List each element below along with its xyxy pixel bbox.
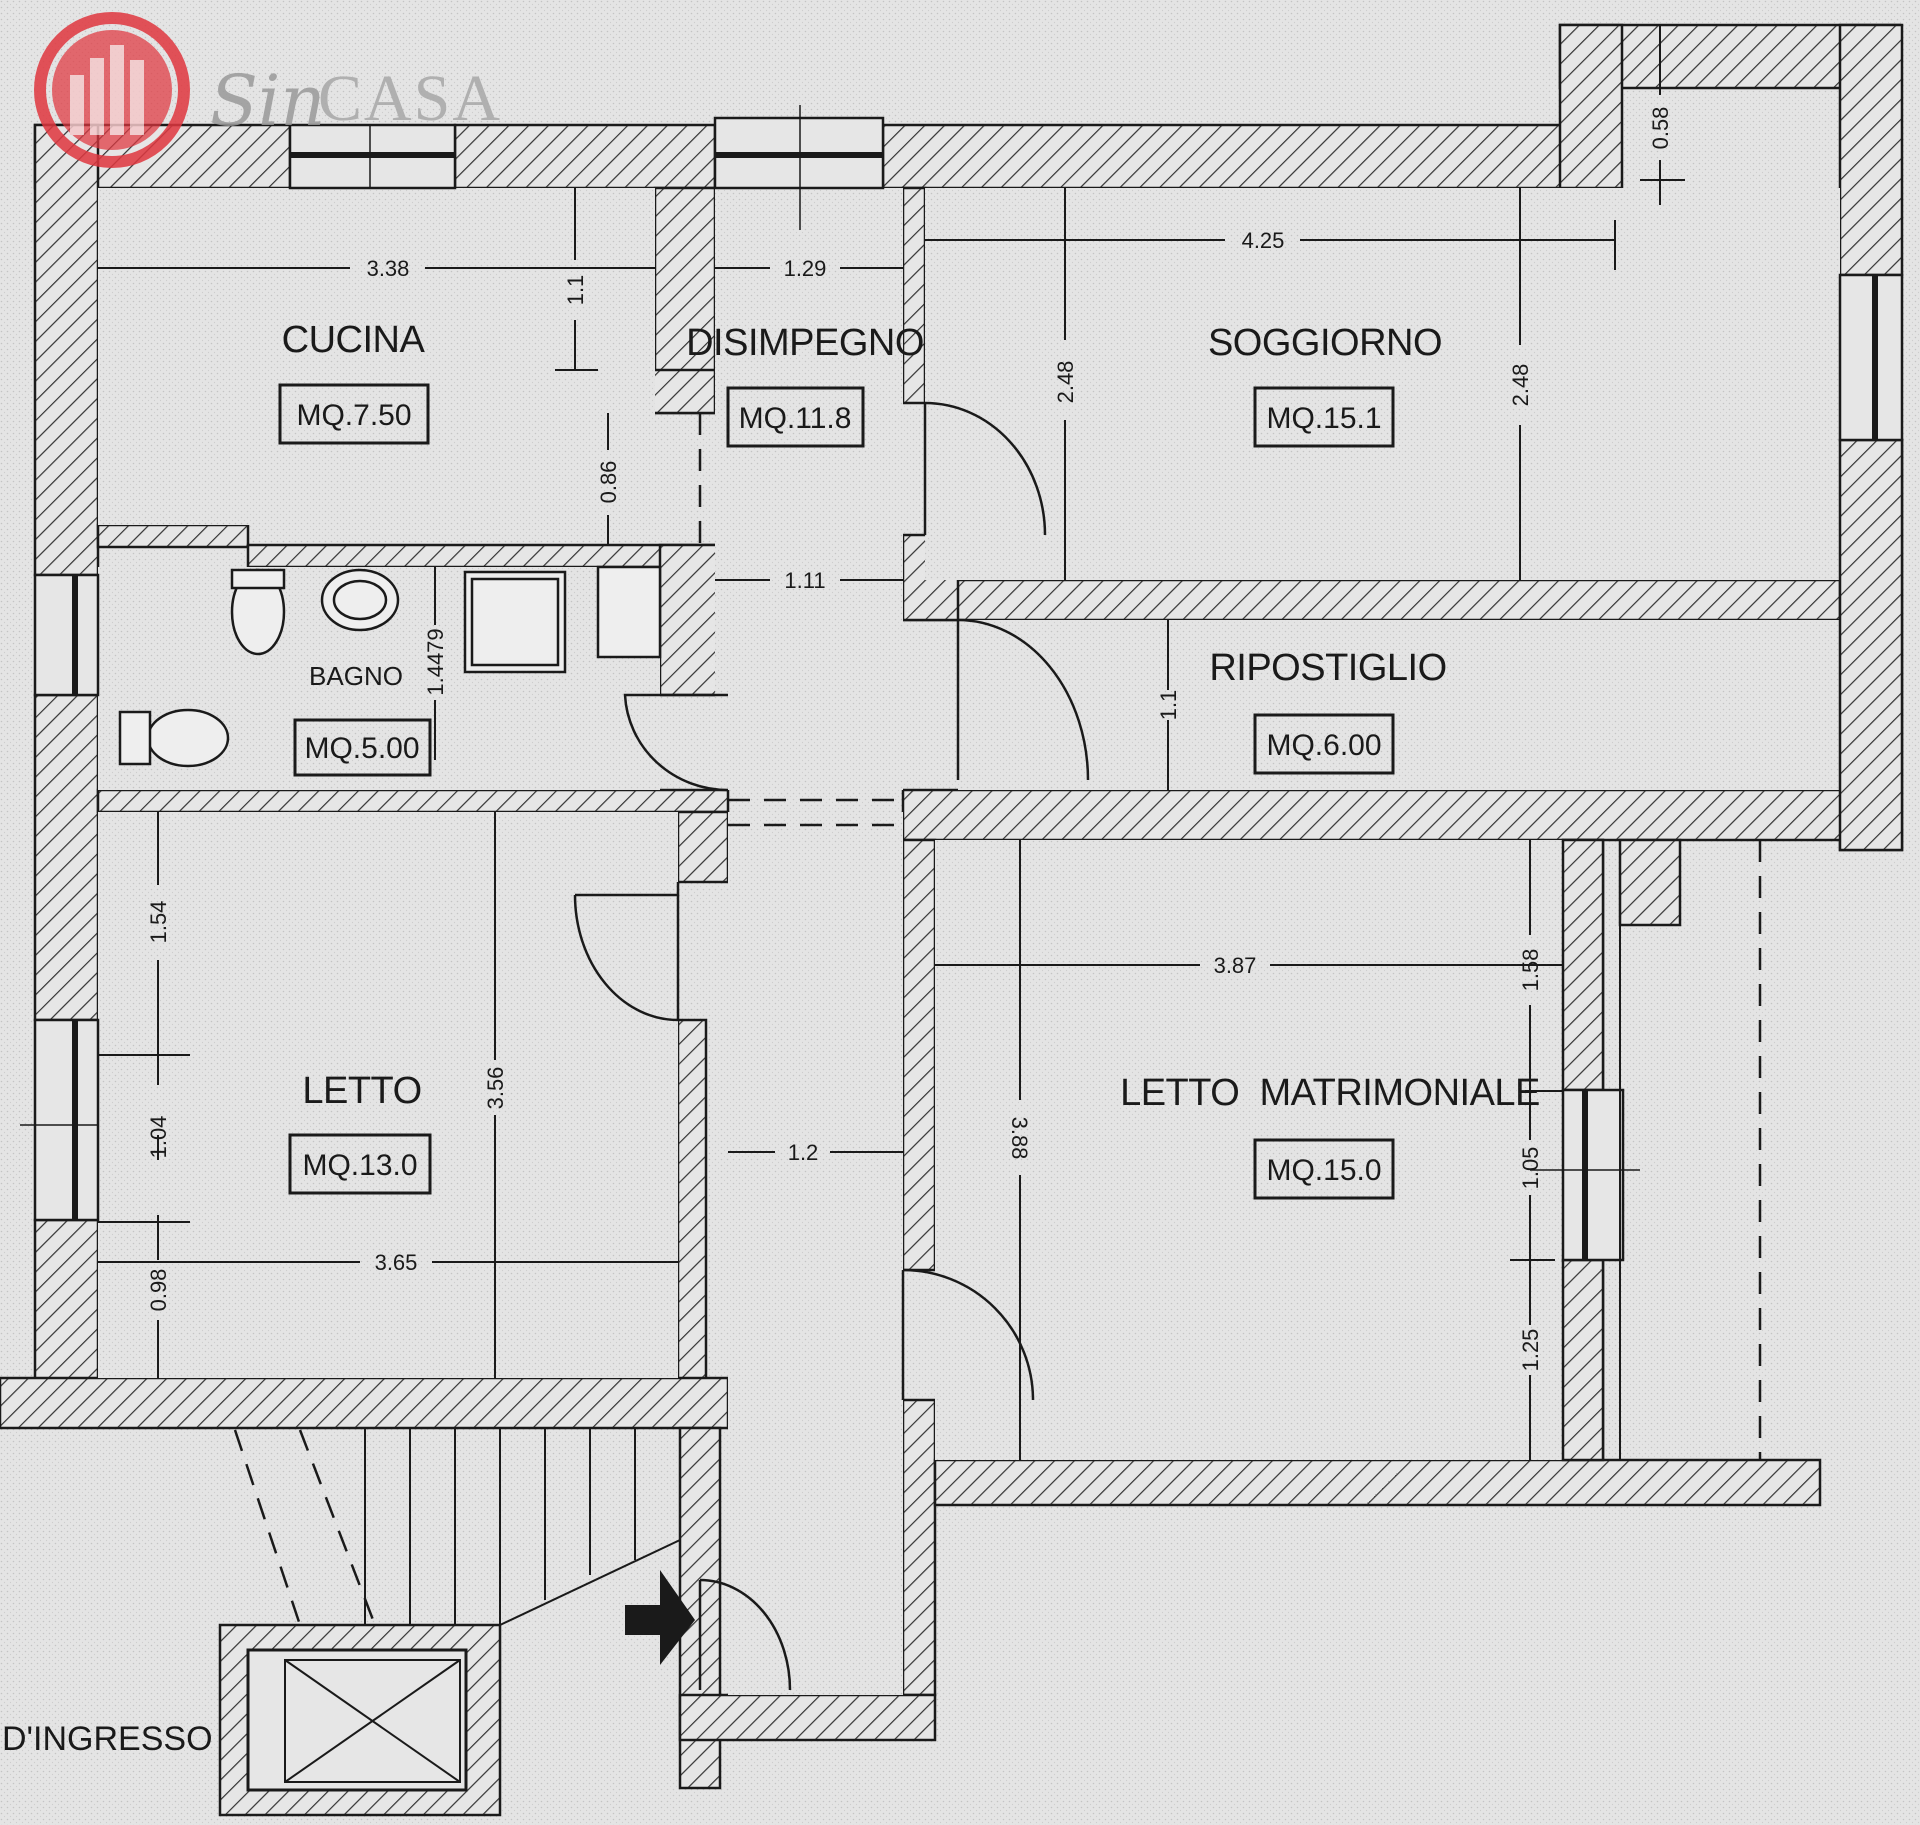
dim-letto-width: 3.65 [375,1250,418,1275]
toilet-icon [146,708,230,768]
area-box-soggiorno [1253,386,1395,448]
dim-matrimoniale-b: 1.05 [1518,1147,1543,1190]
dashed-lines [233,413,1762,1626]
dim-cucina-height-b: 0.86 [596,461,621,504]
room-name-cucina: CUCINA [282,319,426,361]
dim-disimpegno-width: 1.29 [784,256,827,281]
dim-soggiorno-right: 2.48 [1508,364,1533,407]
label-ingresso: D'INGRESSO [2,1720,213,1758]
room-name-soggiorno: SOGGIORNO [1208,322,1442,364]
dim-soggiorno-corner: 0.58 [1648,107,1673,150]
dim-corridor-width: 1.2 [788,1140,819,1165]
dimension-texts: 3.38 1.29 4.25 1.11 1.2 3.65 3.87 2.48 2… [146,107,1673,1372]
dimension-lines [98,25,1685,1460]
logo-buildings-icon [70,45,144,135]
area-box-cucina [278,383,430,445]
brand-logo: Sin CASA [34,12,502,168]
room-area-letto: MQ.13.0 [302,1149,417,1182]
area-box-bagno [293,718,432,777]
area-box-letto [288,1133,432,1195]
room-area-soggiorno: MQ.15.1 [1266,402,1381,435]
dim-letto-a: 1.54 [146,901,171,944]
dim-matrimoniale-width: 3.87 [1214,953,1257,978]
room-name-ripostiglio: RIPOSTIGLIO [1209,647,1446,689]
logo-wordmark-script: Sin [210,60,325,142]
elevator-shaft [246,1648,468,1792]
doors [573,401,1090,1691]
area-box-letto-matrimoniale [1253,1138,1395,1200]
walls [0,23,1904,1817]
dim-bagno-height: 1.4479 [423,628,448,695]
dim-matrimoniale-height: 3.88 [1007,1117,1032,1160]
dim-letto-c: 0.98 [146,1269,171,1312]
bathroom-fixtures [118,565,662,768]
dim-cucina-width: 3.38 [367,256,410,281]
stairs [364,1428,681,1626]
dim-ripostiglio-height: 1.1 [1156,690,1181,721]
area-box-ripostiglio [1253,713,1395,775]
dim-cucina-height-a: 1.1 [563,275,588,306]
dim-soggiorno-left: 2.48 [1053,361,1078,404]
dim-matrimoniale-a: 1.58 [1518,949,1543,992]
logo-ring-icon [34,12,190,168]
area-box-disimpegno [726,386,865,448]
dim-soggiorno-width: 4.25 [1242,228,1285,253]
logo-wordmark-caps: CASA [318,62,502,135]
room-area-letto-matrimoniale: MQ.15.0 [1266,1154,1381,1187]
room-area-ripostiglio: MQ.6.00 [1266,729,1381,762]
dim-matrimoniale-c: 1.25 [1518,1329,1543,1372]
room-area-disimpegno: MQ.11.8 [739,402,852,435]
room-name-disimpegno: DISIMPEGNO [686,322,924,364]
room-name-bagno: BAGNO [309,661,403,691]
room-labels: CUCINA MQ.7.50 DISIMPEGNO MQ.11.8 SOGGIO… [2,319,1540,1758]
room-area-cucina: MQ.7.50 [296,399,411,432]
room-name-letto-matrimoniale: LETTO MATRIMONIALE [1120,1072,1540,1114]
dim-disimpegno-mid: 1.11 [784,568,825,593]
dim-letto-height: 3.56 [483,1067,508,1110]
windows [20,105,1904,1460]
room-name-letto: LETTO [302,1070,421,1112]
entrance-arrow-icon [625,1570,695,1665]
room-area-bagno: MQ.5.00 [304,732,419,765]
room-floors [98,188,1840,1695]
dim-letto-b: 1.04 [146,1116,171,1159]
